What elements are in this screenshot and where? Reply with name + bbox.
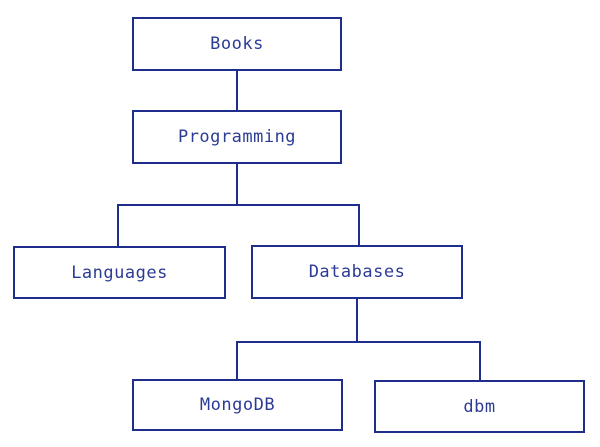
- node-programming: Programming: [132, 110, 342, 164]
- node-books: Books: [132, 17, 342, 71]
- node-languages-label: Languages: [71, 262, 168, 283]
- edge-databases-mongodb: [236, 341, 238, 379]
- edge-databases-dbm: [479, 341, 481, 380]
- node-dbm-label: dbm: [463, 396, 496, 417]
- edge-programming-languages: [117, 204, 119, 246]
- node-books-label: Books: [210, 34, 264, 54]
- edge-programming-split-bar: [117, 204, 360, 206]
- node-programming-label: Programming: [177, 127, 297, 147]
- edge-programming-split-stem: [236, 164, 238, 204]
- edge-books-programming: [236, 71, 238, 110]
- node-mongodb-label: MongoDB: [199, 395, 276, 415]
- edge-databases-split-bar: [236, 341, 481, 343]
- node-databases: Databases: [251, 245, 463, 299]
- edge-databases-split-stem: [356, 299, 358, 341]
- node-databases-label: Databases: [308, 262, 406, 282]
- node-mongodb: MongoDB: [132, 379, 343, 431]
- edge-programming-databases: [358, 204, 360, 245]
- node-dbm: dbm: [374, 380, 585, 433]
- node-languages: Languages: [13, 246, 226, 299]
